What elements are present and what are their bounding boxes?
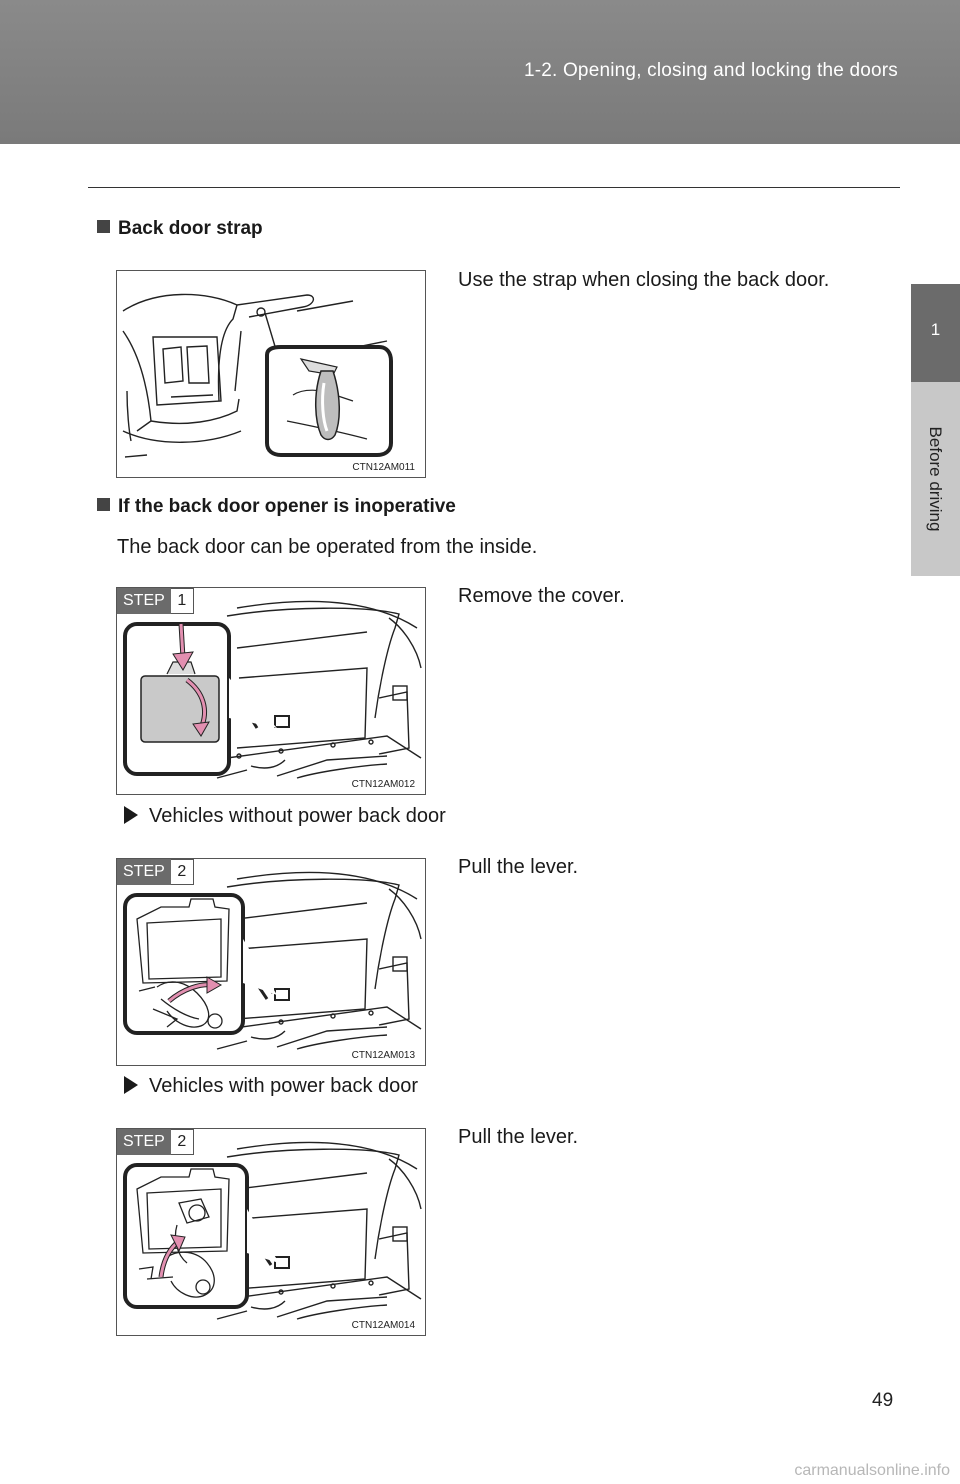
figure-caption: Pull the lever.: [458, 856, 579, 878]
car-strap-illustration: [122, 293, 393, 458]
chapter-label: Before driving: [926, 426, 945, 532]
section-heading-back-door-strap: Back door strap: [97, 218, 263, 240]
chapter-tab: 1: [911, 284, 960, 382]
heading-square-icon: [97, 220, 110, 233]
figure-caption: Remove the cover.: [458, 585, 625, 607]
heading-square-icon: [97, 498, 110, 511]
section-title: 1-2. Opening, closing and locking the do…: [523, 60, 898, 81]
figure-back-door-strap: CTN12AM011: [116, 270, 426, 478]
vehicle-type-bullet: Vehicles without power back door: [124, 805, 446, 828]
pull-lever-power-illustration: [123, 1141, 422, 1320]
header-band: 1-2. Opening, closing and locking the do…: [0, 0, 960, 144]
step-number: 2: [170, 859, 194, 885]
watermark: carmanualsonline.info: [794, 1462, 950, 1479]
step-number: 1: [170, 588, 194, 614]
figure-code: CTN12AM014: [351, 1320, 415, 1331]
pull-lever-illustration: [123, 871, 422, 1050]
chapter-number: 1: [930, 320, 941, 339]
section-heading-text: Back door strap: [118, 218, 263, 239]
figure-caption: Use the strap when closing the back door…: [458, 269, 830, 291]
vehicle-type-text: Vehicles without power back door: [149, 805, 446, 827]
figure-code: CTN12AM013: [351, 1050, 415, 1061]
header-rule: [88, 187, 900, 188]
page-number: 49: [872, 1390, 894, 1411]
vehicle-type-bullet: Vehicles with power back door: [124, 1075, 418, 1098]
figure-caption: Pull the lever.: [458, 1126, 579, 1148]
chapter-label-tab: Before driving: [911, 382, 960, 576]
triangle-bullet-icon: [124, 806, 138, 824]
remove-cover-illustration: [123, 600, 422, 779]
step-word: STEP: [117, 1129, 171, 1155]
section-heading-text: If the back door opener is inoperative: [118, 496, 456, 517]
vehicle-type-text: Vehicles with power back door: [149, 1075, 419, 1097]
step-word: STEP: [117, 588, 171, 614]
section-intro: The back door can be operated from the i…: [117, 536, 538, 558]
step-word: STEP: [117, 859, 171, 885]
triangle-bullet-icon: [124, 1076, 138, 1094]
section-heading-opener-inoperative: If the back door opener is inoperative: [97, 496, 456, 518]
figure-code: CTN12AM011: [352, 462, 415, 473]
figure-code: CTN12AM012: [351, 779, 415, 790]
step-number: 2: [170, 1129, 194, 1155]
